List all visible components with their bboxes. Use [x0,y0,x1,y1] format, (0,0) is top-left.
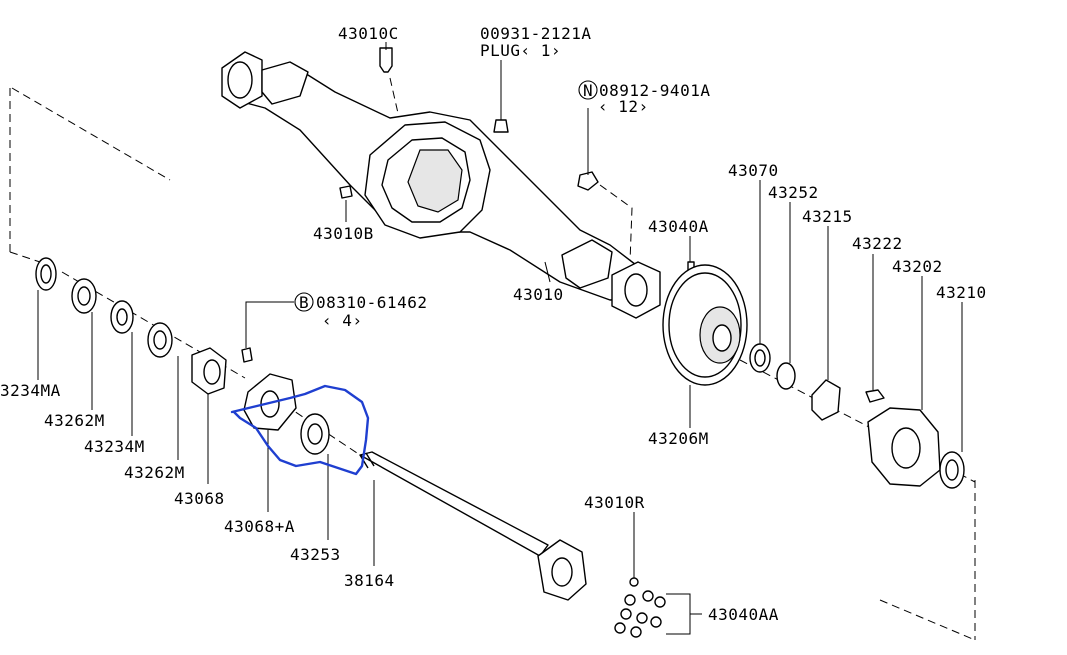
b-symbol: B [299,293,309,312]
locknut-43262M-b-inner [153,330,167,350]
lockwasher-43234M [110,300,134,334]
seal-3234MA-inner [40,264,52,284]
housing-fasteners [339,47,695,273]
label-plug: PLUG‹ 1› [480,41,561,60]
hand-drawn-annotation [230,384,370,476]
left-axis-dash [9,251,41,263]
label-08912-9401A: 08912-9401A [599,81,710,100]
drum-lip [668,272,742,378]
shaft-spline [359,452,375,469]
label-43222: 43222 [852,234,903,253]
seal-43070-inner [754,349,766,367]
diff-carrier-inner [381,137,471,223]
axle-housing [221,51,661,319]
bolt-aa-7 [614,622,626,634]
bolt-43010B [339,185,353,199]
drum-bore [712,324,732,352]
label-08912-qty: ‹ 12› [598,97,649,116]
stud-43222 [865,389,885,403]
bolt-aa-1 [624,594,636,606]
bearing-43210 [939,451,965,489]
label-00931-2121A: 00931-2121A [480,24,591,43]
hub-43202 [867,407,941,487]
housing-left-bore [227,61,253,99]
leader-08310 [245,301,294,348]
label-43210: 43210 [936,283,987,302]
label-43206M: 43206M [648,429,709,448]
bolt-43010R [629,577,639,587]
bolt-08310 [241,347,253,363]
breather-43010C [379,47,393,73]
wheel-bolts [614,577,666,638]
label-43040A: 43040A [648,217,709,236]
ring-43252 [776,362,796,390]
nut-dash [599,184,633,263]
brake-drum [662,264,748,386]
locknut-43262M-a-inner [77,286,91,306]
shaft-body [359,451,549,557]
shaft-flange [537,539,587,601]
leader-43010 [544,261,551,283]
label-3234MA: 3234MA [0,381,61,400]
axle-shaft [359,451,587,601]
label-43234M: 43234M [84,437,145,456]
label-43068A: 43068+A [224,517,295,536]
lockwasher-43234M-inner [116,308,128,326]
label-43262M-b: 43262M [124,463,185,482]
label-08310-qty: ‹ 4› [322,311,363,330]
label-43068: 43068 [174,489,225,508]
label-08310-61462: 08310-61462 [316,293,427,312]
label-43010: 43010 [513,285,564,304]
label-43010C: 43010C [338,24,399,43]
diff-carrier-opening [407,149,463,213]
nut-08912 [577,171,599,191]
label-43253: 43253 [290,545,341,564]
shaft-flange-hub [551,557,573,587]
left-spring-seat [261,61,309,105]
label-43010B: 43010B [313,224,374,243]
bolt-aa-6 [650,616,662,628]
bearing-43215 [811,379,841,421]
bearing-43068-bore [203,359,221,385]
bearing-43068 [191,347,227,395]
bolt-aa-2 [642,590,654,602]
hub-43202-center [891,427,921,469]
plug-dash [389,77,401,123]
seal-3234MA [35,257,57,291]
n-symbol-circle [578,80,598,100]
label-43252: 43252 [768,183,819,202]
locknut-43262M-b [147,322,173,358]
labels: 43010C 00931-2121A PLUG‹ 1› N 08912-9401… [0,24,987,624]
bolt-aa-4 [620,608,632,620]
label-43202: 43202 [892,257,943,276]
label-43040AA: 43040AA [708,605,779,624]
locknut-43262M-a [71,278,97,314]
bolt-aa-8 [630,626,642,638]
right-hub-stack [749,343,965,489]
label-43262M-a: 43262M [44,411,105,430]
spacer-43253 [300,413,330,455]
right-lower-dash [879,599,976,641]
housing-right-bore [624,273,648,307]
label-43215: 43215 [802,207,853,226]
leader-lines [37,42,963,635]
label-43010R: 43010R [584,493,645,512]
seal-43070 [749,343,771,373]
housing-right-flange [611,261,661,319]
left-frame-dash [11,87,171,181]
right-spring-seat [561,239,613,289]
n-symbol: N [583,81,593,100]
label-38164: 38164 [344,571,395,590]
b-symbol-circle [294,292,314,312]
spacer-43253-inner [307,423,323,445]
plug-00931 [493,119,509,133]
bolt-aa-5 [636,612,648,624]
leader-43040AA [666,593,702,635]
label-43070: 43070 [728,161,779,180]
bearing-43210-inner [945,459,959,481]
bolt-aa-3 [654,596,666,608]
